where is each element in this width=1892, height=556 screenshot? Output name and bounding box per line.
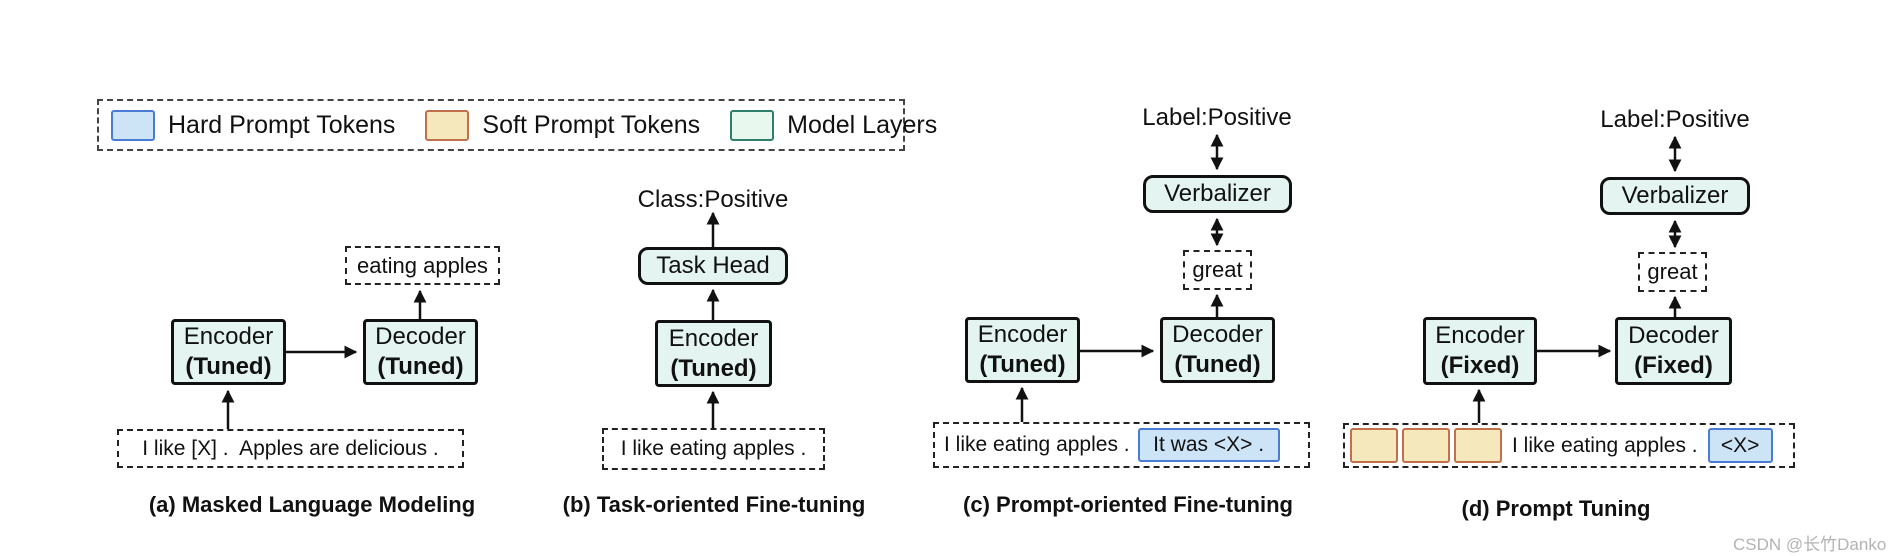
d-predicted-token-box: great	[1638, 252, 1707, 292]
d-caption: (d) Prompt Tuning	[1461, 496, 1651, 521]
b-class-label: Class:Positive	[637, 186, 789, 213]
legend-item-hard-prompt: Hard Prompt Tokens	[111, 109, 396, 141]
d-input-box: I like eating apples . <X>	[1343, 423, 1795, 468]
c-predicted-token-box: great	[1183, 250, 1252, 290]
b-encoder-label: Encoder	[668, 324, 759, 352]
soft-prompt-token	[1454, 428, 1502, 463]
d-encoder-state: (Fixed)	[1440, 352, 1520, 379]
a-caption: (a) Masked Language Modeling	[148, 492, 476, 517]
legend: Hard Prompt Tokens Soft Prompt Tokens Mo…	[97, 99, 937, 151]
c-encoder-state: (Tuned)	[979, 351, 1066, 378]
a-input-box: I like [X] . Apples are delicious .	[117, 429, 464, 468]
soft-prompt-token	[1350, 428, 1398, 463]
a-encoder-box: Encoder (Tuned)	[171, 319, 286, 385]
a-encoder-label: Encoder	[183, 323, 274, 350]
c-input-text: I like eating apples .	[944, 433, 1130, 456]
legend-item-model-layers: Model Layers	[730, 109, 938, 141]
soft-prompt-swatch	[425, 109, 470, 141]
c-caption: (c) Prompt-oriented Fine-tuning	[963, 492, 1293, 517]
watermark: CSDN @长竹Danko	[1733, 535, 1887, 554]
b-encoder-box: Encoder (Tuned)	[655, 320, 772, 387]
legend-label: Hard Prompt Tokens	[168, 110, 396, 139]
b-input-box: I like eating apples .	[602, 428, 825, 470]
b-caption: (b) Task-oriented Fine-tuning	[562, 492, 866, 517]
a-decoder-box: Decoder (Tuned)	[363, 319, 478, 385]
legend-item-soft-prompt: Soft Prompt Tokens	[425, 109, 701, 141]
a-output-tokens-box: eating apples	[345, 246, 500, 285]
soft-prompt-token	[1402, 428, 1450, 463]
a-decoder-label: Decoder	[375, 323, 466, 350]
model-layers-swatch	[730, 109, 775, 141]
c-encoder-box: Encoder (Tuned)	[965, 317, 1080, 383]
c-hard-prompt-token: It was <X> .	[1137, 428, 1280, 462]
legend-label: Model Layers	[787, 110, 938, 139]
c-verbalizer-box: Verbalizer	[1143, 175, 1292, 213]
legend-label: Soft Prompt Tokens	[482, 110, 701, 139]
d-decoder-label: Decoder	[1628, 322, 1719, 349]
d-input-text: I like eating apples .	[1512, 433, 1698, 457]
a-decoder-state: (Tuned)	[377, 353, 464, 380]
d-hard-prompt-token: <X>	[1707, 428, 1773, 463]
a-encoder-state: (Tuned)	[185, 353, 272, 380]
hard-prompt-swatch	[111, 109, 155, 141]
b-task-head-box: Task Head	[638, 247, 788, 285]
b-encoder-state: (Tuned)	[670, 354, 757, 382]
c-input-box: I like eating apples . It was <X> .	[933, 422, 1310, 468]
d-encoder-box: Encoder (Fixed)	[1423, 317, 1537, 385]
d-encoder-label: Encoder	[1435, 322, 1525, 349]
c-decoder-label: Decoder	[1172, 321, 1263, 348]
c-decoder-box: Decoder (Tuned)	[1160, 317, 1275, 383]
d-decoder-box: Decoder (Fixed)	[1615, 317, 1732, 385]
d-label-positive: Label:Positive	[1600, 106, 1750, 133]
c-decoder-state: (Tuned)	[1174, 351, 1261, 378]
d-decoder-state: (Fixed)	[1634, 352, 1713, 379]
c-label-positive: Label:Positive	[1142, 104, 1292, 131]
c-encoder-label: Encoder	[977, 321, 1068, 348]
d-verbalizer-box: Verbalizer	[1600, 177, 1750, 215]
